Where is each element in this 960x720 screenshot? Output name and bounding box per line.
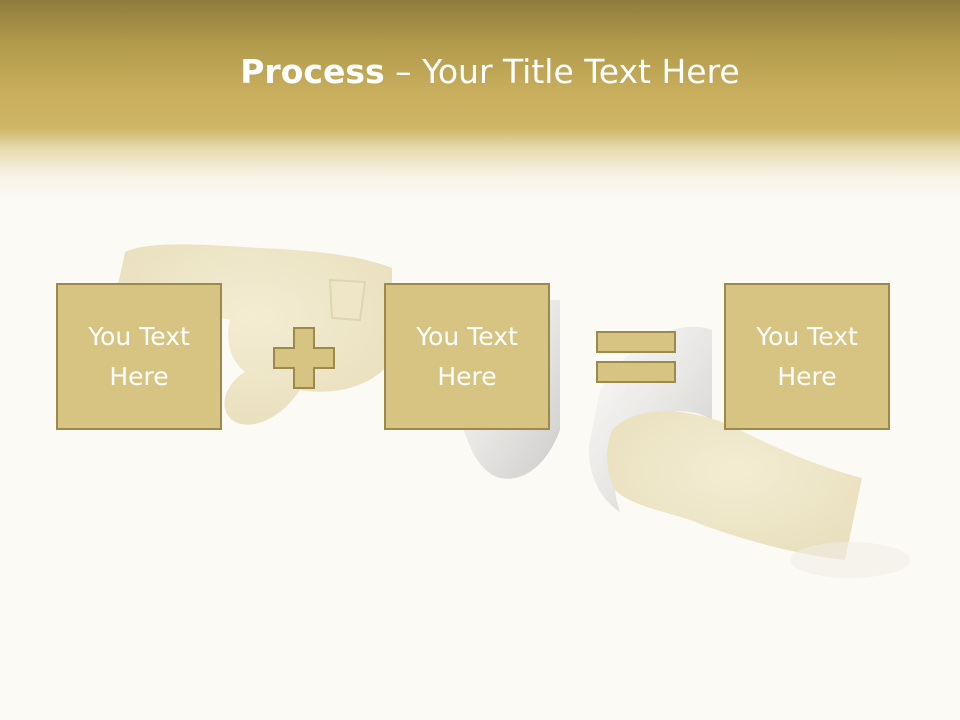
process-box-2-text[interactable]: You Text Here [416, 321, 518, 391]
process-box-3[interactable]: You Text Here [724, 283, 890, 430]
slide-title-rest: – Your Title Text Here [384, 52, 740, 91]
process-box-2[interactable]: You Text Here [384, 283, 550, 430]
slide-title: Process – Your Title Text Here [0, 52, 960, 91]
equals-icon [596, 331, 676, 383]
process-box-3-text[interactable]: You Text Here [756, 321, 858, 391]
slide-title-bold: Process [240, 52, 385, 91]
plus-icon [273, 327, 335, 389]
process-box-1[interactable]: You Text Here [56, 283, 222, 430]
header-band [0, 0, 960, 200]
process-box-1-text[interactable]: You Text Here [88, 321, 190, 391]
